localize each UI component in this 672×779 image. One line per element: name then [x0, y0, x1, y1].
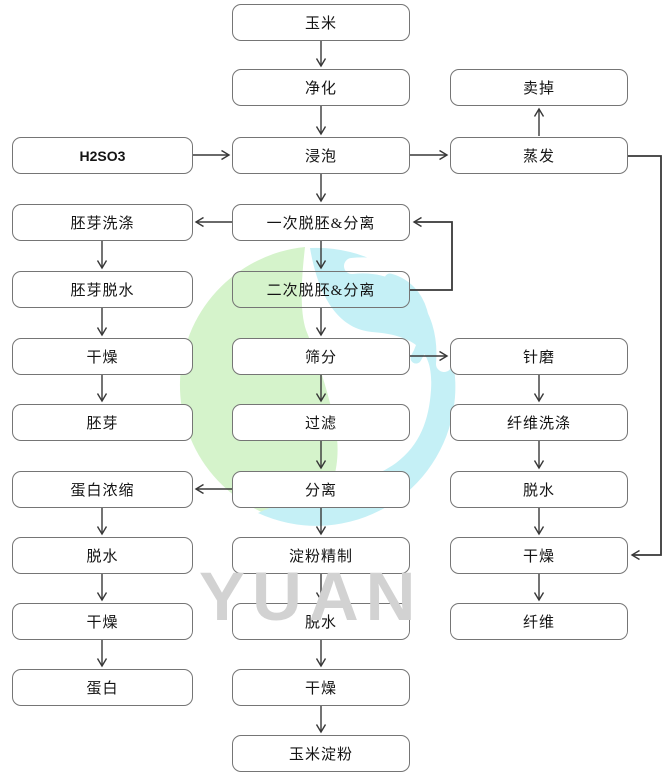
node-starch-refine: 淀粉精制	[232, 537, 410, 574]
node-degerm-2: 二次脱胚&分离	[232, 271, 410, 308]
node-label: 玉米	[304, 16, 337, 32]
logo-cyan-shape	[258, 247, 456, 526]
node-label: 干燥	[304, 681, 337, 697]
node-fiber-dewater: 脱水	[450, 471, 628, 508]
node-sell: 卖掉	[450, 69, 628, 106]
node-starch-dewater: 脱水	[232, 603, 410, 640]
node-protein-concentrate: 蛋白浓缩	[12, 471, 193, 508]
node-purify: 净化	[232, 69, 410, 106]
node-label: 胚芽	[86, 416, 119, 432]
node-label: 淀粉精制	[288, 549, 353, 565]
logo-cyan-hook	[384, 273, 430, 364]
node-degerm-1: 一次脱胚&分离	[232, 204, 410, 241]
node-label: 干燥	[86, 350, 119, 366]
node-label: 净化	[304, 81, 337, 97]
node-fiber-dry: 干燥	[450, 537, 628, 574]
yuan-text-watermark: YUAN	[199, 558, 423, 635]
node-label: 纤维	[522, 615, 555, 631]
node-pin-mill: 针磨	[450, 338, 628, 375]
node-label: 干燥	[86, 615, 119, 631]
node-h2so3: H2SO3	[12, 137, 193, 174]
node-fiber: 纤维	[450, 603, 628, 640]
node-label: 分离	[304, 483, 337, 499]
node-filter: 过滤	[232, 404, 410, 441]
node-starch-dry: 干燥	[232, 669, 410, 706]
node-label: 脱水	[304, 615, 337, 631]
node-protein-dewater: 脱水	[12, 537, 193, 574]
node-germ-dewater: 胚芽脱水	[12, 271, 193, 308]
node-soak: 浸泡	[232, 137, 410, 174]
node-label: 过滤	[304, 416, 337, 432]
node-label: 玉米淀粉	[288, 747, 353, 763]
node-corn: 玉米	[232, 4, 410, 41]
node-fiber-wash: 纤维洗涤	[450, 404, 628, 441]
node-label: 干燥	[522, 549, 555, 565]
node-evaporate: 蒸发	[450, 137, 628, 174]
node-label: 蒸发	[522, 149, 555, 165]
node-label: H2SO3	[79, 147, 126, 164]
node-sieve: 筛分	[232, 338, 410, 375]
node-label: 蛋白浓缩	[70, 483, 135, 499]
node-protein: 蛋白	[12, 669, 193, 706]
node-label: 浸泡	[304, 149, 337, 165]
node-label: 蛋白	[86, 681, 119, 697]
node-label: 针磨	[522, 350, 555, 366]
node-label: 脱水	[86, 549, 119, 565]
node-germ-dry: 干燥	[12, 338, 193, 375]
node-label: 筛分	[304, 350, 337, 366]
node-label: 脱水	[522, 483, 555, 499]
logo-green-shape	[179, 247, 338, 523]
node-label: 卖掉	[522, 81, 555, 97]
node-germ-wash: 胚芽洗涤	[12, 204, 193, 241]
node-label: 胚芽洗涤	[70, 216, 135, 232]
node-separate: 分离	[232, 471, 410, 508]
node-label: 胚芽脱水	[70, 283, 135, 299]
node-label: 一次脱胚&分离	[266, 216, 376, 232]
node-label: 纤维洗涤	[506, 416, 571, 432]
node-protein-dry: 干燥	[12, 603, 193, 640]
node-corn-starch: 玉米淀粉	[232, 735, 410, 772]
node-label: 二次脱胚&分离	[266, 283, 376, 299]
node-germ: 胚芽	[12, 404, 193, 441]
